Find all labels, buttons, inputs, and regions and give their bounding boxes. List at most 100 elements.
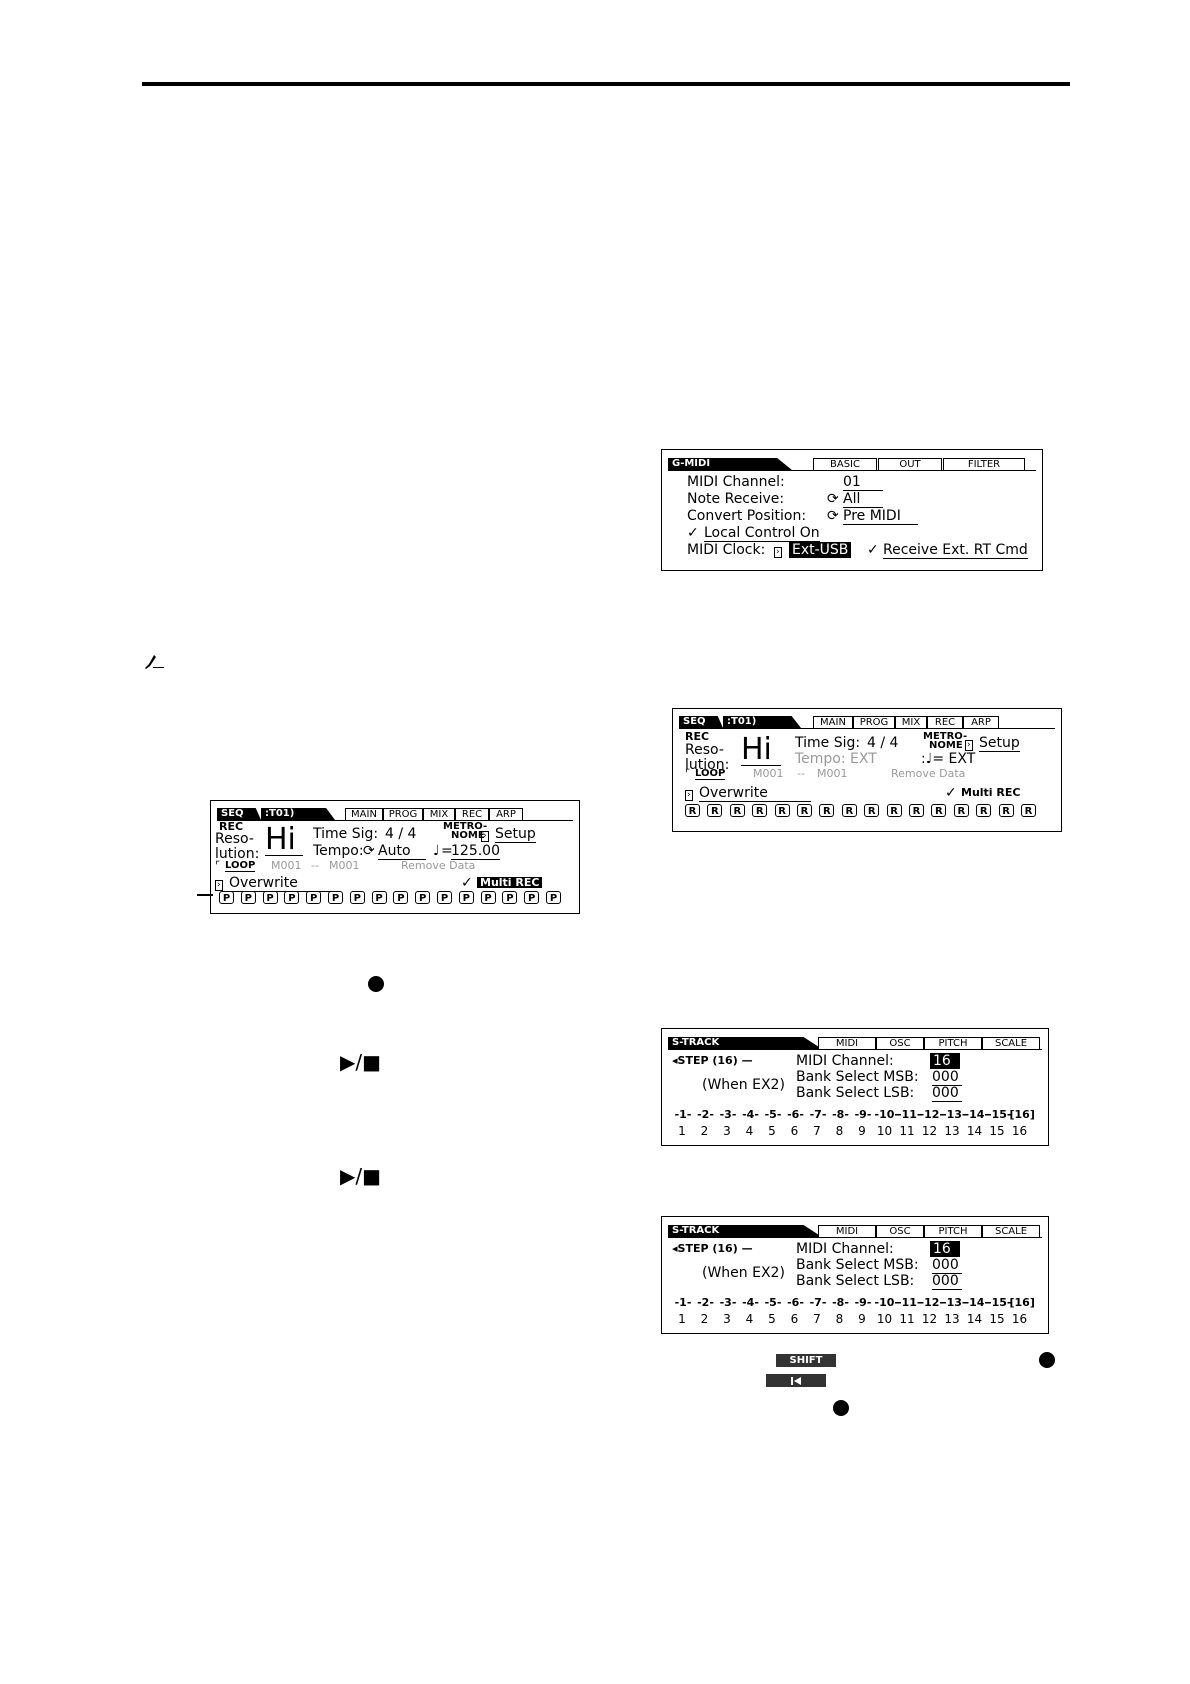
tab-osc[interactable]: OSC <box>876 1037 924 1049</box>
track-pad-7[interactable]: R <box>819 804 835 817</box>
track-pad-16[interactable]: R <box>1021 804 1036 817</box>
tab-midi[interactable]: MIDI <box>818 1037 876 1049</box>
loop-end[interactable]: M001 <box>817 767 848 780</box>
track-select[interactable]: :T01) <box>261 808 335 820</box>
tab-arp[interactable]: ARP <box>963 716 999 728</box>
track-pad-4[interactable]: P <box>284 891 300 904</box>
track-pad-16[interactable]: P <box>546 891 561 904</box>
step-number-15[interactable]: 15 <box>989 1124 1005 1138</box>
multi-rec-checkbox[interactable]: Multi REC <box>961 786 1021 799</box>
tempo-value[interactable]: 125.00 <box>451 843 500 860</box>
receive-ext-rt-checkbox[interactable]: Receive Ext. RT Cmd <box>883 542 1028 559</box>
track-pad-10[interactable]: R <box>886 804 902 817</box>
step-number-2[interactable]: 2 <box>700 1124 709 1138</box>
step-number-13[interactable]: 13 <box>944 1312 960 1326</box>
step-number-9[interactable]: 9 <box>858 1124 866 1138</box>
step-number-3[interactable]: 3 <box>723 1124 731 1138</box>
track-pad-10[interactable]: P <box>415 891 431 904</box>
bank-msb-value[interactable]: 000 <box>932 1069 962 1086</box>
track-pad-8[interactable]: P <box>371 891 387 904</box>
step-number-5[interactable]: 5 <box>768 1312 776 1326</box>
tab-scale[interactable]: SCALE <box>982 1225 1040 1237</box>
tab-midi[interactable]: MIDI <box>818 1225 876 1237</box>
step-number-7[interactable]: 7 <box>813 1312 821 1326</box>
rec-mode-value[interactable]: Overwrite <box>229 875 339 892</box>
step-number-9[interactable]: 9 <box>858 1312 866 1326</box>
step-number-12[interactable]: 12 <box>921 1312 938 1326</box>
step-number-7[interactable]: 7 <box>813 1124 821 1138</box>
tempo-mode-value[interactable]: Auto <box>378 843 426 860</box>
step-number-8[interactable]: 8 <box>835 1124 844 1138</box>
tab-scale[interactable]: SCALE <box>982 1037 1040 1049</box>
step-selector[interactable]: ◂STEP (16) — <box>672 1054 753 1067</box>
step-number-4[interactable]: 4 <box>745 1312 754 1326</box>
step-number-8[interactable]: 8 <box>835 1312 844 1326</box>
remove-data-checkbox[interactable]: Remove Data <box>401 859 476 872</box>
step-number-12[interactable]: 12 <box>921 1124 938 1138</box>
loop-start[interactable]: M001 <box>753 767 784 780</box>
track-pad-1[interactable]: P <box>219 891 234 904</box>
track-pad-7[interactable]: P <box>349 891 365 904</box>
tab-filter[interactable]: FILTER <box>943 458 1025 470</box>
tab-osc[interactable]: OSC <box>876 1225 924 1237</box>
multi-rec-checkbox[interactable]: Multi REC <box>477 877 543 888</box>
bank-lsb-value[interactable]: 000 <box>932 1273 962 1290</box>
track-pad-8[interactable]: R <box>841 804 857 817</box>
step-number-14[interactable]: 14 <box>966 1124 983 1138</box>
tab-arp[interactable]: ARP <box>489 808 523 820</box>
midi-channel-value[interactable]: 01 <box>843 474 883 491</box>
tab-basic[interactable]: BASIC <box>813 458 877 470</box>
local-control-checkbox[interactable]: Local Control On <box>704 525 820 542</box>
tab-mix[interactable]: MIX <box>895 716 927 728</box>
metronome-setup-button[interactable]: Setup <box>495 826 536 843</box>
tab-rec[interactable]: REC <box>927 716 963 728</box>
track-pad-5[interactable]: P <box>306 891 322 904</box>
loop-end[interactable]: M001 <box>329 859 360 872</box>
tab-pitch[interactable]: PITCH <box>924 1225 982 1237</box>
step-number-11[interactable]: 11 <box>899 1124 915 1138</box>
step-number-16[interactable]: 16 <box>1011 1312 1028 1326</box>
step-number-3[interactable]: 3 <box>723 1312 731 1326</box>
tab-main[interactable]: MAIN <box>345 808 383 820</box>
track-pad-3[interactable]: R <box>729 804 745 817</box>
midi-clock-value[interactable]: Ext-USB <box>789 542 852 558</box>
track-pad-4[interactable]: R <box>752 804 768 817</box>
track-pad-6[interactable]: R <box>797 804 812 817</box>
track-pad-14[interactable]: R <box>976 804 992 817</box>
step-number-2[interactable]: 2 <box>700 1312 709 1326</box>
time-sig-value[interactable]: 4 / 4 <box>385 826 417 842</box>
step-number-15[interactable]: 15 <box>989 1312 1005 1326</box>
track-pad-12[interactable]: R <box>931 804 947 817</box>
track-pad-15[interactable]: R <box>998 804 1014 817</box>
resolution-value[interactable]: Hi <box>741 735 781 766</box>
track-pad-15[interactable]: P <box>524 891 540 904</box>
track-pad-9[interactable]: P <box>393 891 409 904</box>
midi-channel-value[interactable]: 16 <box>930 1241 960 1257</box>
track-pad-13[interactable]: P <box>480 891 496 904</box>
step-number-1[interactable]: 1 <box>678 1124 686 1138</box>
rec-mode-value[interactable]: Overwrite <box>699 785 811 802</box>
tab-prog[interactable]: PROG <box>853 716 895 728</box>
loop-checkbox[interactable]: LOOP <box>225 860 256 872</box>
note-receive-value[interactable]: All <box>843 491 883 508</box>
remove-data-checkbox[interactable]: Remove Data <box>891 767 966 780</box>
metronome-setup-button[interactable]: Setup <box>979 735 1020 752</box>
step-selector[interactable]: ◂STEP (16) — <box>672 1242 753 1255</box>
loop-start[interactable]: M001 <box>271 859 302 872</box>
track-pad-13[interactable]: R <box>953 804 969 817</box>
track-pad-3[interactable]: P <box>262 891 278 904</box>
track-pad-12[interactable]: P <box>458 891 474 904</box>
tab-main[interactable]: MAIN <box>813 716 853 728</box>
step-number-6[interactable]: 6 <box>790 1312 799 1326</box>
track-pad-1[interactable]: R <box>685 804 700 817</box>
track-pad-6[interactable]: P <box>328 891 343 904</box>
track-pad-11[interactable]: P <box>437 891 452 904</box>
track-pad-9[interactable]: R <box>864 804 880 817</box>
tab-out[interactable]: OUT <box>878 458 942 470</box>
step-number-10[interactable]: 10 <box>876 1124 893 1138</box>
track-pad-2[interactable]: P <box>240 891 256 904</box>
bank-msb-value[interactable]: 000 <box>932 1257 962 1274</box>
step-number-6[interactable]: 6 <box>790 1124 799 1138</box>
step-number-10[interactable]: 10 <box>876 1312 893 1326</box>
step-number-13[interactable]: 13 <box>944 1124 960 1138</box>
